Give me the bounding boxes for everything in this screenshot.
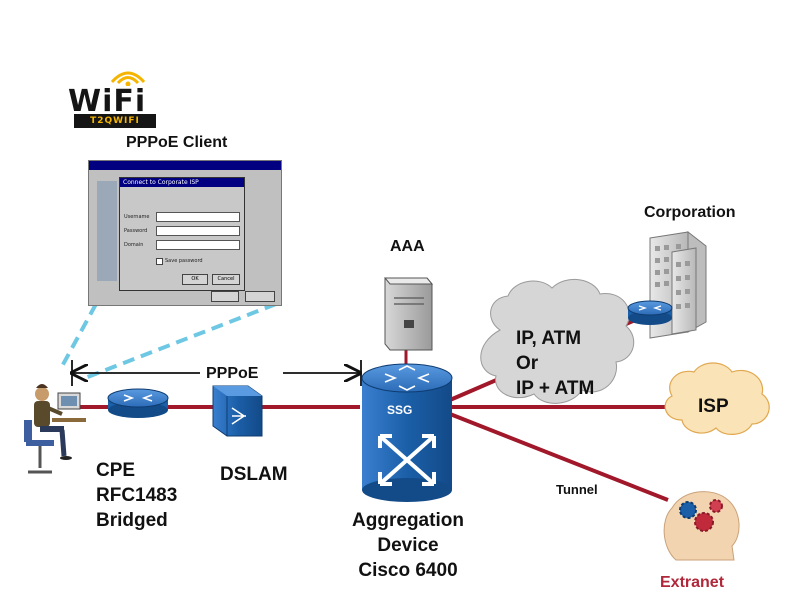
aggregation-device-label: Aggregation Device Cisco 6400 bbox=[352, 510, 464, 581]
pppoe-client-dialog: Connect to Corporate ISP Username Passwo… bbox=[88, 160, 282, 306]
isp-label: ISP bbox=[698, 396, 729, 417]
dialog-side-image bbox=[97, 181, 117, 281]
dial-button[interactable] bbox=[211, 291, 239, 302]
connect-dialog-title: Connect to Corporate ISP bbox=[120, 178, 244, 187]
close-button[interactable] bbox=[245, 291, 275, 302]
zoom-line-right bbox=[84, 302, 277, 380]
wifi-logo: WiFi T2QWIFI bbox=[68, 64, 164, 130]
connect-dialog: Connect to Corporate ISP Username Passwo… bbox=[119, 177, 245, 291]
dslam-icon bbox=[212, 385, 263, 437]
isp-cloud bbox=[664, 362, 770, 435]
zoom-line-left bbox=[58, 303, 98, 371]
domain-label: Domain bbox=[124, 242, 144, 248]
cancel-button[interactable]: Cancel bbox=[212, 274, 240, 285]
extranet-label: Extranet bbox=[660, 574, 725, 591]
username-field[interactable] bbox=[156, 212, 240, 222]
corporation-label: Corporation bbox=[644, 204, 736, 221]
dslam-label: DSLAM bbox=[220, 464, 288, 485]
save-password-checkbox[interactable] bbox=[156, 258, 163, 265]
extranet-head-icon bbox=[663, 491, 740, 561]
pppoe-label: PPPoE bbox=[206, 365, 259, 382]
cpe-user-icon bbox=[24, 384, 86, 474]
logo-tagline: T2QWIFI bbox=[74, 114, 156, 128]
username-label: Username bbox=[124, 214, 150, 220]
modem-router-icon bbox=[107, 388, 169, 418]
save-password-label: Save password bbox=[165, 258, 203, 264]
pppoe-client-title: PPPoE Client bbox=[126, 134, 228, 151]
aaa-label: AAA bbox=[390, 238, 425, 255]
wifi-signal-icon bbox=[110, 71, 146, 86]
domain-field[interactable] bbox=[156, 240, 240, 250]
dialog-outer-titlebar bbox=[89, 161, 281, 170]
ip-atm-cloud-label: IP, ATM Or IP + ATM bbox=[516, 328, 595, 399]
link-ssg-extranet bbox=[449, 412, 669, 502]
cpe-label: CPE RFC1483 Bridged bbox=[96, 460, 178, 531]
tunnel-label: Tunnel bbox=[556, 482, 598, 497]
logo-word: WiFi bbox=[68, 84, 147, 119]
password-field[interactable] bbox=[156, 226, 240, 236]
ip-atm-cloud bbox=[480, 278, 635, 404]
ssg-label: SSG bbox=[387, 403, 413, 417]
corporation-building-icon bbox=[627, 230, 707, 339]
ok-button[interactable]: OK bbox=[182, 274, 208, 285]
ssg-aggregation-device-icon bbox=[361, 363, 453, 502]
password-label: Password bbox=[124, 228, 148, 234]
aaa-server-icon bbox=[383, 277, 434, 351]
